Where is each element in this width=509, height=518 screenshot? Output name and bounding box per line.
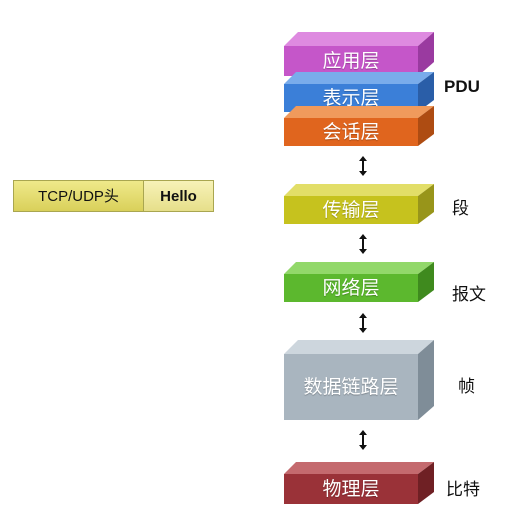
layer-label-transport: 传输层 [322, 199, 380, 221]
arrow-updown-icon [359, 234, 367, 254]
unit-label-network: 报文 [452, 285, 486, 305]
layer-physical: 物理层 [284, 462, 434, 508]
layer-block-datalink [284, 340, 434, 420]
layer-transport: 传输层 [284, 184, 434, 228]
layer-block-session [284, 106, 434, 146]
layer-label-network: 网络层 [322, 277, 380, 299]
layer-block-application [284, 32, 434, 76]
layer-label-presentation: 表示层 [322, 87, 380, 109]
layer-application: 应用层 [284, 32, 434, 80]
unit-label-datalink: 帧 [458, 377, 475, 397]
layer-network: 网络层 [284, 262, 434, 306]
layer-label-datalink: 数据链路层 [303, 376, 399, 398]
packet: TCP/UDP头 Hello [13, 180, 214, 212]
layer-label-physical: 物理层 [322, 478, 380, 500]
layer-block-physical [284, 462, 434, 504]
unit-label-transport: 段 [452, 199, 469, 219]
layer-block-transport [284, 184, 434, 224]
packet-data: Hello [144, 180, 214, 212]
layer-datalink: 数据链路层 [284, 340, 434, 422]
arrow-updown-icon [359, 430, 367, 450]
arrow-updown-icon [359, 156, 367, 176]
packet-header: TCP/UDP头 [13, 180, 144, 212]
layer-label-application: 应用层 [322, 50, 380, 72]
arrow-updown-icon [359, 313, 367, 333]
unit-label-physical: 比特 [446, 480, 480, 500]
layer-label-session: 会话层 [322, 121, 380, 143]
layer-block-network [284, 262, 434, 302]
pdu-label: PDU [444, 77, 480, 96]
layer-session: 会话层 [284, 106, 434, 150]
